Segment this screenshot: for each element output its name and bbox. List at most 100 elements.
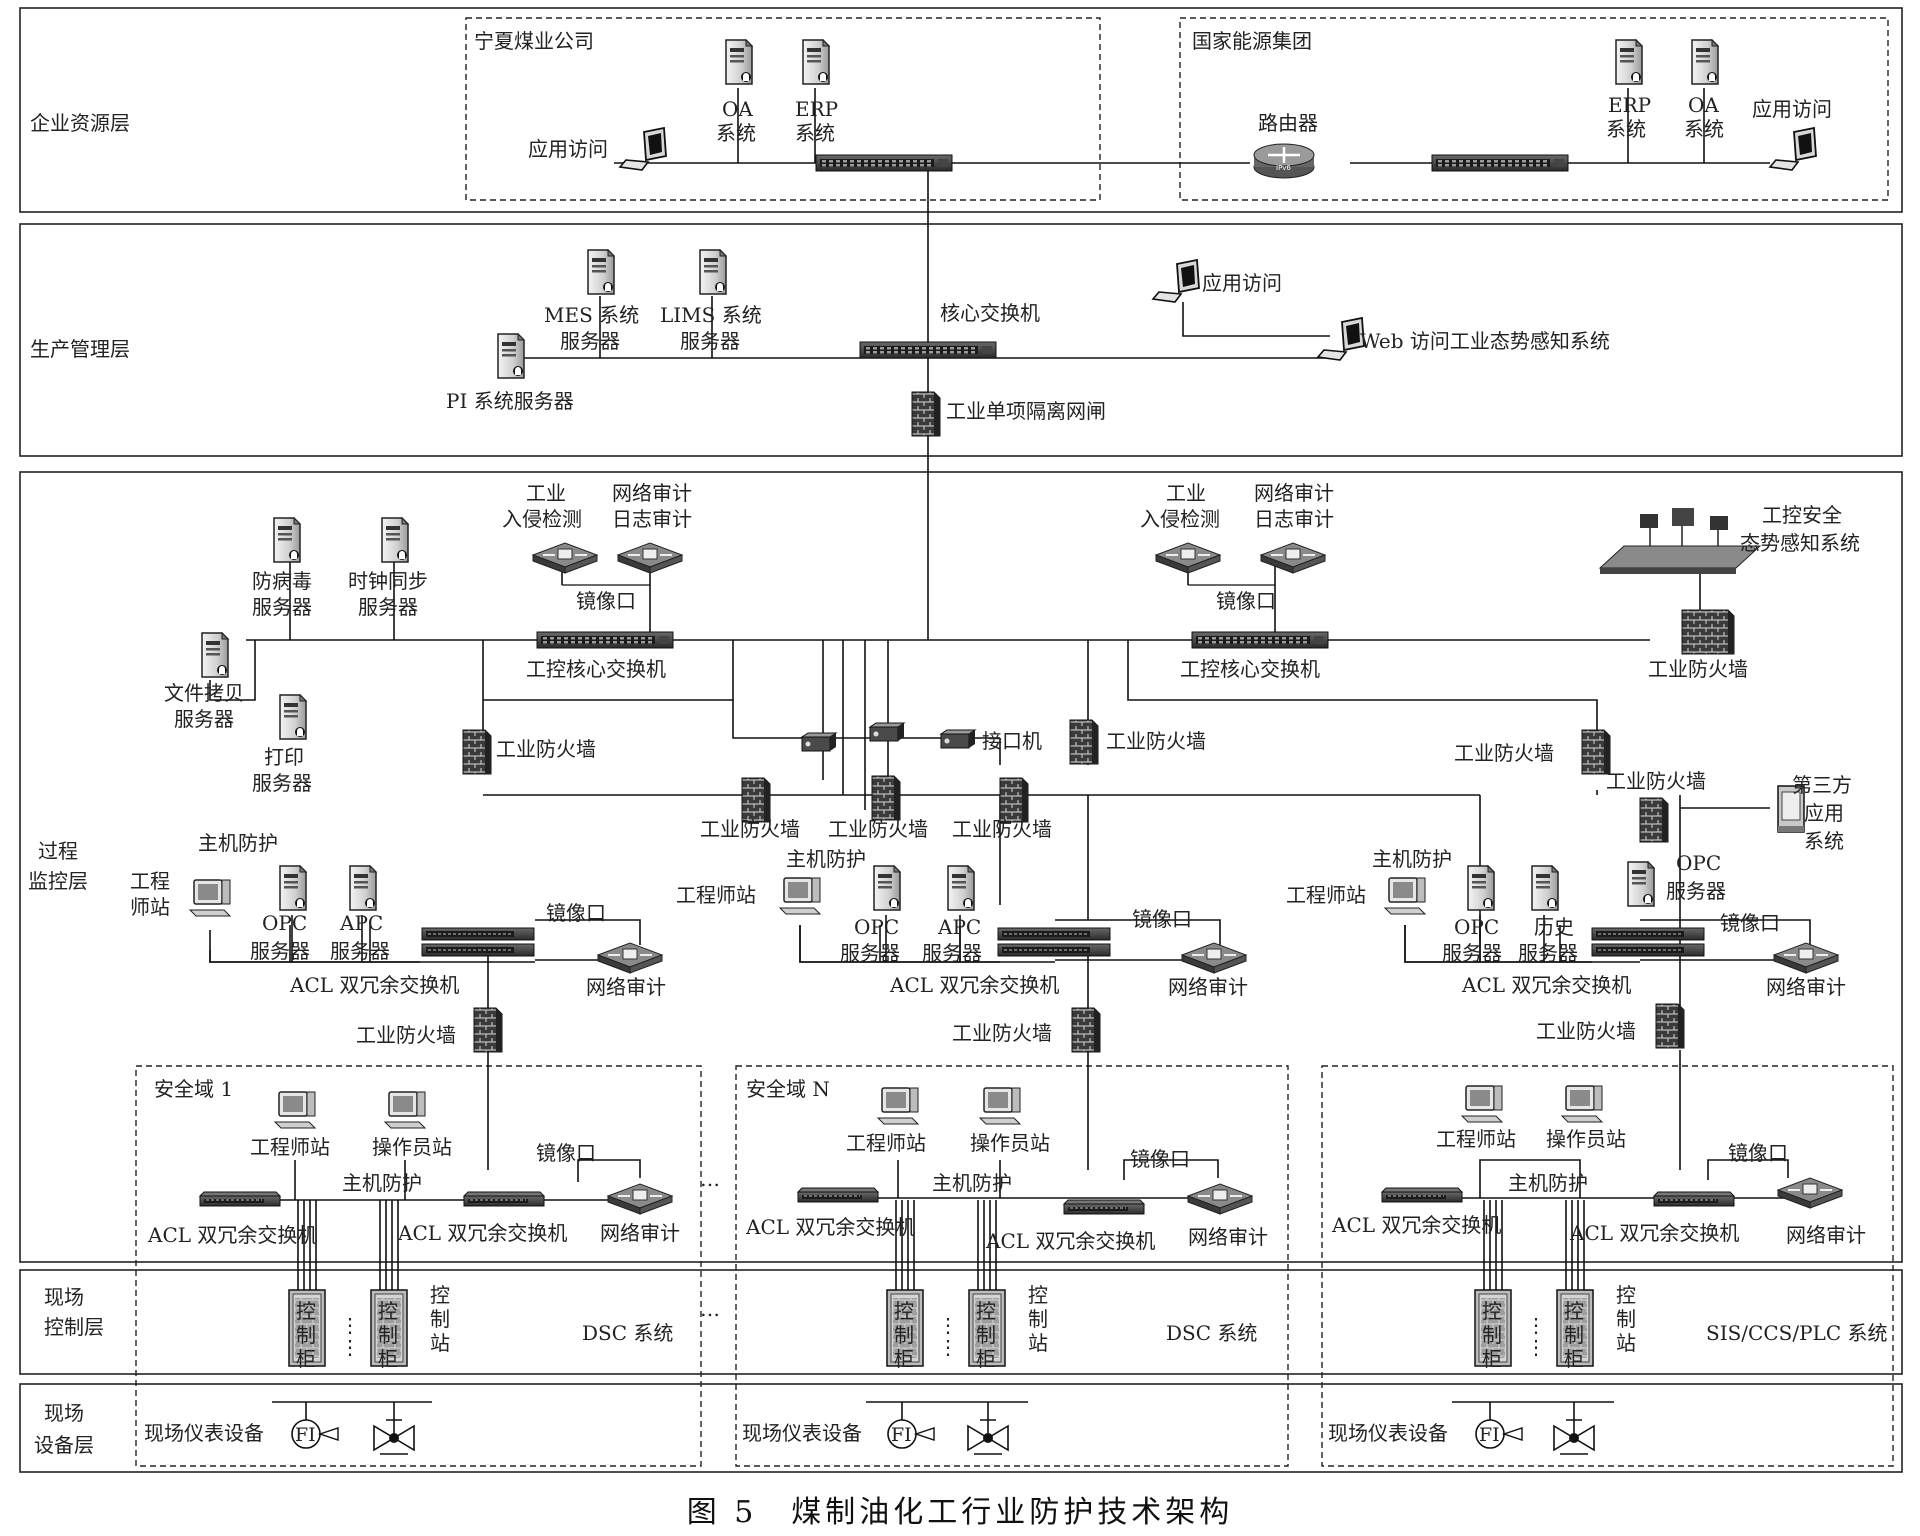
antivirus-label-1: 防病毒 [252, 569, 312, 593]
firewall-a-icon [462, 729, 492, 775]
g2-station-links [799, 915, 1000, 963]
clock-sync-server-icon [381, 517, 409, 563]
security-zone-3 [1321, 1065, 1894, 1467]
zn-cabinet-char-3: 柜 [894, 1347, 914, 1371]
z3-station-cab-char-3: 柜 [1564, 1347, 1584, 1371]
z3-acl-switch-left-label: ACL 双冗余交换机 [1331, 1213, 1501, 1237]
z1-net-audit-icon [607, 1183, 673, 1215]
g2-opc-label-2: 服务器 [840, 941, 900, 965]
zn-station-cab-char-2: 制 [976, 1323, 996, 1347]
print-label-1: 打印 [264, 745, 304, 769]
ids-left-label-2: 入侵检测 [502, 507, 582, 531]
oa-label-1: OA [722, 97, 753, 121]
pi-server-icon [497, 333, 525, 379]
print-label-2: 服务器 [252, 771, 312, 795]
guoneng-switch-icon [1431, 154, 1569, 172]
zone-ningxia [465, 17, 1101, 201]
ics-core-switch-left-label: 工控核心交换机 [526, 657, 666, 681]
g3-opc-label-1: OPC [1454, 915, 1499, 939]
zn-station-label-3: 站 [1028, 1331, 1048, 1355]
audit-left-icon [617, 542, 683, 574]
layer-label-field-control-2: 控制层 [44, 1315, 104, 1339]
ics-situation-label-2: 态势感知系统 [1740, 531, 1860, 555]
erp-server-icon [802, 39, 830, 85]
g3-opc-server-icon [1467, 865, 1495, 911]
g3-opc-label-2: 服务器 [1442, 941, 1502, 965]
firewall-g-icon [1639, 797, 1669, 843]
g3-firewall-icon [1655, 1003, 1685, 1049]
clock-sync-label-1: 时钟同步 [348, 569, 428, 593]
g3-mirror-label: 镜像口 [1720, 911, 1780, 935]
guoneng-oa-label-2: 系统 [1684, 117, 1724, 141]
file-copy-server-icon [201, 632, 229, 678]
file-copy-label-2: 服务器 [174, 707, 234, 731]
gap-label: 工业单项隔离网闸 [946, 399, 1106, 423]
g1-firewall-label: 工业防火墙 [356, 1023, 456, 1047]
gap-firewall-icon [911, 391, 941, 437]
z1-dsc-label: DSC 系统 [582, 1321, 673, 1345]
g2-acl-switch-label: ACL 双冗余交换机 [889, 973, 1059, 997]
g2-opc-server-icon [873, 865, 901, 911]
z3-station-cab-char-1: 控 [1564, 1299, 1584, 1323]
g1-apc-label-1: APC [339, 911, 383, 935]
zn-dots-1: ⋮ [938, 1313, 958, 1337]
g3-engineer-station-label: 工程师站 [1286, 883, 1366, 907]
zn-mirror-label: 镜像口 [1130, 1147, 1190, 1171]
zn-dsc-label: DSC 系统 [1166, 1321, 1257, 1345]
layer-label-field-control-1: 现场 [44, 1285, 84, 1309]
ids-right-label-2: 入侵检测 [1140, 507, 1220, 531]
g1-engineer-station-icon [189, 879, 231, 917]
z3-cabinet-char-3: 柜 [1482, 1347, 1502, 1371]
g1-mirror-label: 镜像口 [546, 901, 606, 925]
zone-label-secn: 安全域 N [746, 1077, 830, 1101]
zn-cabinet-char-2: 制 [894, 1323, 914, 1347]
z1-cabinet-char-2: 制 [296, 1323, 316, 1347]
z1-station-label-1: 控 [430, 1283, 450, 1307]
z3-acl-switch-right-label: ACL 双冗余交换机 [1569, 1221, 1739, 1245]
file-copy-label-1: 文件拷贝 [164, 681, 244, 705]
g1-station-links [209, 915, 420, 963]
guoneng-oa-label-1: OA [1688, 93, 1719, 117]
zn-host-protect-label: 主机防护 [932, 1171, 1012, 1195]
core-switch-icon [859, 341, 997, 359]
zone-ellipsis-1: … [700, 1167, 720, 1191]
layer-label-production: 生产管理层 [30, 337, 130, 361]
guoneng-app-access-terminal-icon [1769, 127, 1817, 171]
layer-label-process-1: 过程 [38, 839, 78, 863]
g1-opc-server-icon [279, 865, 307, 911]
z1-station-cab-char-2: 制 [378, 1323, 398, 1347]
firewall-f-label: 工业防火墙 [952, 817, 1052, 841]
zn-acl-switch-left-icon [797, 1187, 879, 1203]
z1-station-label-2: 制 [430, 1307, 450, 1331]
production-app-access-terminal-icon [1152, 259, 1200, 303]
z3-dots-1: ⋮ [1526, 1313, 1546, 1337]
g3-history-label-2: 服务器 [1518, 941, 1578, 965]
z3-engineer-station-icon [1461, 1085, 1503, 1123]
interface-machine-3-icon [940, 729, 976, 749]
firewall-d-icon [741, 777, 771, 823]
z3-mirror-label: 镜像口 [1728, 1141, 1788, 1165]
lims-label-1: LIMS 系统 [660, 303, 762, 327]
ics-firewall-right-label: 工业防火墙 [1648, 657, 1748, 681]
g3-firewall-label: 工业防火墙 [1536, 1019, 1636, 1043]
ids-right-icon [1155, 542, 1221, 574]
audit-right-label-2: 日志审计 [1254, 507, 1334, 531]
g2-opc-label-1: OPC [854, 915, 899, 939]
app-access-label-ningxia: 应用访问 [528, 137, 608, 161]
zn-station-label-1: 控 [1028, 1283, 1048, 1307]
z3-flow-indicator-icon: FI [1475, 1419, 1523, 1449]
guoneng-erp-label-1: ERP [1608, 93, 1651, 117]
security-zone-1 [135, 1065, 702, 1467]
g2-apc-server-icon [947, 865, 975, 911]
interface-machine-label: 接口机 [982, 729, 1042, 753]
z1-flow-indicator-icon: FI [291, 1419, 339, 1449]
zn-cabinet-char-1: 控 [894, 1299, 914, 1323]
firewall-a-label: 工业防火墙 [496, 737, 596, 761]
ics-firewall-right-icon [1681, 609, 1735, 655]
g3-history-server-icon [1531, 865, 1559, 911]
ids-left-label-1: 工业 [526, 481, 566, 505]
z1-acl-switch-right-icon [463, 1191, 545, 1207]
z3-instrument-label: 现场仪表设备 [1328, 1421, 1448, 1445]
firewall-e-icon [871, 775, 901, 821]
